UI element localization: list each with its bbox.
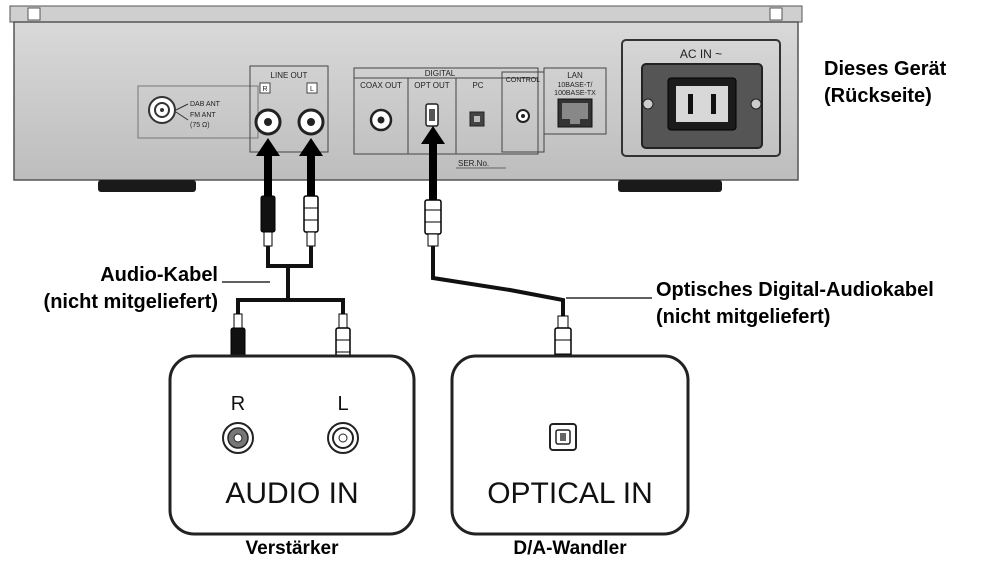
- device-caption-line1: Dieses Gerät: [824, 58, 947, 80]
- device-top-tab-right: [769, 7, 783, 21]
- device-caption-line2: (Rückseite): [824, 85, 932, 107]
- coax-out-label: COAX OUT: [360, 81, 402, 90]
- antenna-impedance-label: (75 Ω): [190, 122, 210, 129]
- serial-number-label: SER.No.: [458, 159, 489, 168]
- lan-label: LAN: [567, 71, 583, 80]
- device-foot-right: [618, 180, 722, 192]
- audio-cable-label-line1: Audio-Kabel: [100, 264, 218, 286]
- device-foot-left: [98, 180, 196, 192]
- cable-top-plug-r: [260, 195, 276, 233]
- audio-in-label: AUDIO IN: [225, 477, 358, 510]
- line-out-group: LINE OUT R L: [249, 65, 329, 153]
- lan-group: LAN 10BASE-T/ 100BASE-TX: [543, 67, 607, 135]
- amp-jack-r-label: R: [231, 393, 245, 415]
- optical-plug-top: [424, 199, 442, 235]
- lan-spec2-label: 100BASE-TX: [554, 90, 596, 97]
- optical-cable-label: Optisches Digital-Audiokabel (nicht mitg…: [656, 277, 934, 331]
- arrow-line-out-l: [299, 138, 323, 196]
- connection-arrows: [256, 126, 445, 200]
- ac-in-label: AC IN ~: [680, 47, 722, 61]
- dac-box: OPTICAL IN: [450, 354, 690, 536]
- digital-group: DIGITAL COAX OUT OPT OUT PC: [353, 67, 539, 155]
- dac-caption: D/A-Wandler: [513, 538, 627, 559]
- control-label: CONTROL: [506, 77, 540, 84]
- arrow-line-out-r: [256, 138, 280, 196]
- opt-out-label: OPT OUT: [414, 81, 450, 90]
- line-out-label: LINE OUT: [271, 71, 308, 80]
- ac-in-group: AC IN ~: [621, 39, 781, 157]
- device-top-edge: [9, 5, 803, 23]
- line-out-l-label: L: [310, 86, 314, 93]
- optical-cable-label-line1: Optisches Digital-Audiokabel: [656, 279, 934, 301]
- audio-cable: [230, 195, 351, 384]
- antenna-socket: DAB ANT FM ANT (75 Ω): [137, 85, 259, 139]
- line-out-r-label: R: [262, 86, 267, 93]
- device-caption: Dieses Gerät (Rückseite): [824, 56, 946, 110]
- audio-cable-label: Audio-Kabel (nicht mitgeliefert): [0, 262, 218, 316]
- fm-ant-label: FM ANT: [190, 112, 216, 119]
- optical-cable-label-line2: (nicht mitgeliefert): [656, 306, 831, 328]
- optical-in-label: OPTICAL IN: [487, 477, 653, 510]
- arrow-opt-out: [421, 126, 445, 200]
- lan-spec1-label: 10BASE-T/: [557, 82, 592, 89]
- dab-ant-label: DAB ANT: [190, 101, 221, 108]
- device-rear-panel: DAB ANT FM ANT (75 Ω) LINE OUT R L DIGIT…: [9, 5, 803, 192]
- pc-label: PC: [472, 81, 483, 90]
- amp-jack-l-label: L: [337, 393, 348, 415]
- audio-cable-label-line2: (nicht mitgeliefert): [43, 291, 218, 313]
- device-top-tab-left: [27, 7, 41, 21]
- cable-top-plug-l: [303, 195, 319, 233]
- amplifier-caption: Verstärker: [245, 538, 339, 559]
- amplifier-box: R L AUDIO IN: [168, 354, 416, 536]
- digital-label: DIGITAL: [425, 69, 456, 78]
